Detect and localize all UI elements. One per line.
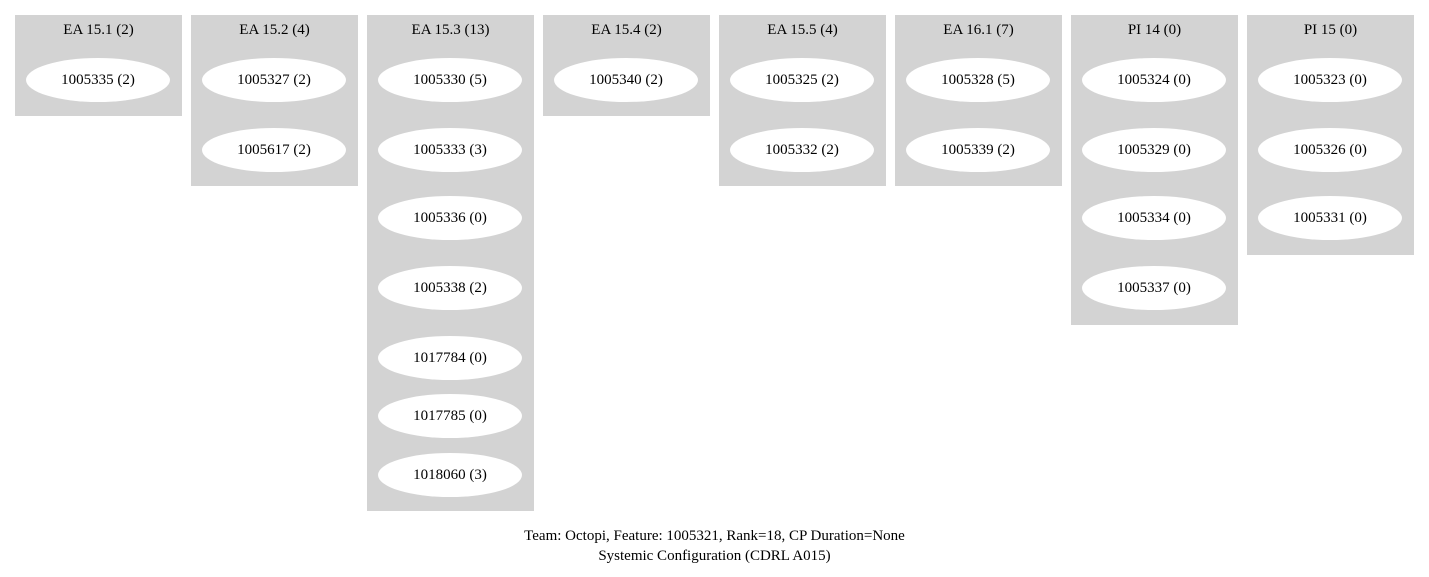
node[interactable]: 1005323 (0) [1258, 58, 1402, 102]
cluster-title: EA 16.1 (7) [943, 22, 1014, 38]
node[interactable]: 1005324 (0) [1082, 58, 1226, 102]
cluster-title: EA 15.5 (4) [767, 22, 838, 38]
cluster-ea-15-2: EA 15.2 (4) 1005327 (2) 1005617 (2) [191, 15, 358, 186]
caption-line-2: Systemic Configuration (CDRL A015) [598, 548, 831, 564]
node[interactable]: 1005327 (2) [202, 58, 346, 102]
node[interactable]: 1005328 (5) [906, 58, 1050, 102]
cluster-title: EA 15.2 (4) [239, 22, 310, 38]
node[interactable]: 1005334 (0) [1082, 196, 1226, 240]
cluster-pi-14: PI 14 (0) 1005324 (0) 1005329 (0) 100533… [1071, 15, 1238, 325]
cluster-title: EA 15.1 (2) [63, 22, 134, 38]
node[interactable]: 1017784 (0) [378, 336, 522, 380]
node[interactable]: 1005337 (0) [1082, 266, 1226, 310]
node[interactable]: 1018060 (3) [378, 453, 522, 497]
cluster-pi-15: PI 15 (0) 1005323 (0) 1005326 (0) 100533… [1247, 15, 1414, 255]
node[interactable]: 1005331 (0) [1258, 196, 1402, 240]
node[interactable]: 1005333 (3) [378, 128, 522, 172]
node[interactable]: 1005325 (2) [730, 58, 874, 102]
node[interactable]: 1005330 (5) [378, 58, 522, 102]
cluster-ea-15-3: EA 15.3 (13) 1005330 (5) 1005333 (3) 100… [367, 15, 534, 511]
node[interactable]: 1005617 (2) [202, 128, 346, 172]
cluster-ea-16-1: EA 16.1 (7) 1005328 (5) 1005339 (2) [895, 15, 1062, 186]
caption-line-1: Team: Octopi, Feature: 1005321, Rank=18,… [524, 528, 905, 544]
cluster-title: EA 15.4 (2) [591, 22, 662, 38]
cluster-title: PI 15 (0) [1303, 22, 1358, 38]
cluster-ea-15-5: EA 15.5 (4) 1005325 (2) 1005332 (2) [719, 15, 886, 186]
node[interactable]: 1005336 (0) [378, 196, 522, 240]
node[interactable]: 1005332 (2) [730, 128, 874, 172]
node[interactable]: 1005329 (0) [1082, 128, 1226, 172]
cluster-title: EA 15.3 (13) [411, 22, 490, 38]
node[interactable]: 1017785 (0) [378, 394, 522, 438]
node[interactable]: 1005339 (2) [906, 128, 1050, 172]
cluster-ea-15-1: EA 15.1 (2) 1005335 (2) [15, 15, 182, 116]
node[interactable]: 1005338 (2) [378, 266, 522, 310]
node[interactable]: 1005335 (2) [26, 58, 170, 102]
cluster-ea-15-4: EA 15.4 (2) 1005340 (2) [543, 15, 710, 116]
node[interactable]: 1005340 (2) [554, 58, 698, 102]
node[interactable]: 1005326 (0) [1258, 128, 1402, 172]
cluster-title: PI 14 (0) [1127, 22, 1182, 38]
